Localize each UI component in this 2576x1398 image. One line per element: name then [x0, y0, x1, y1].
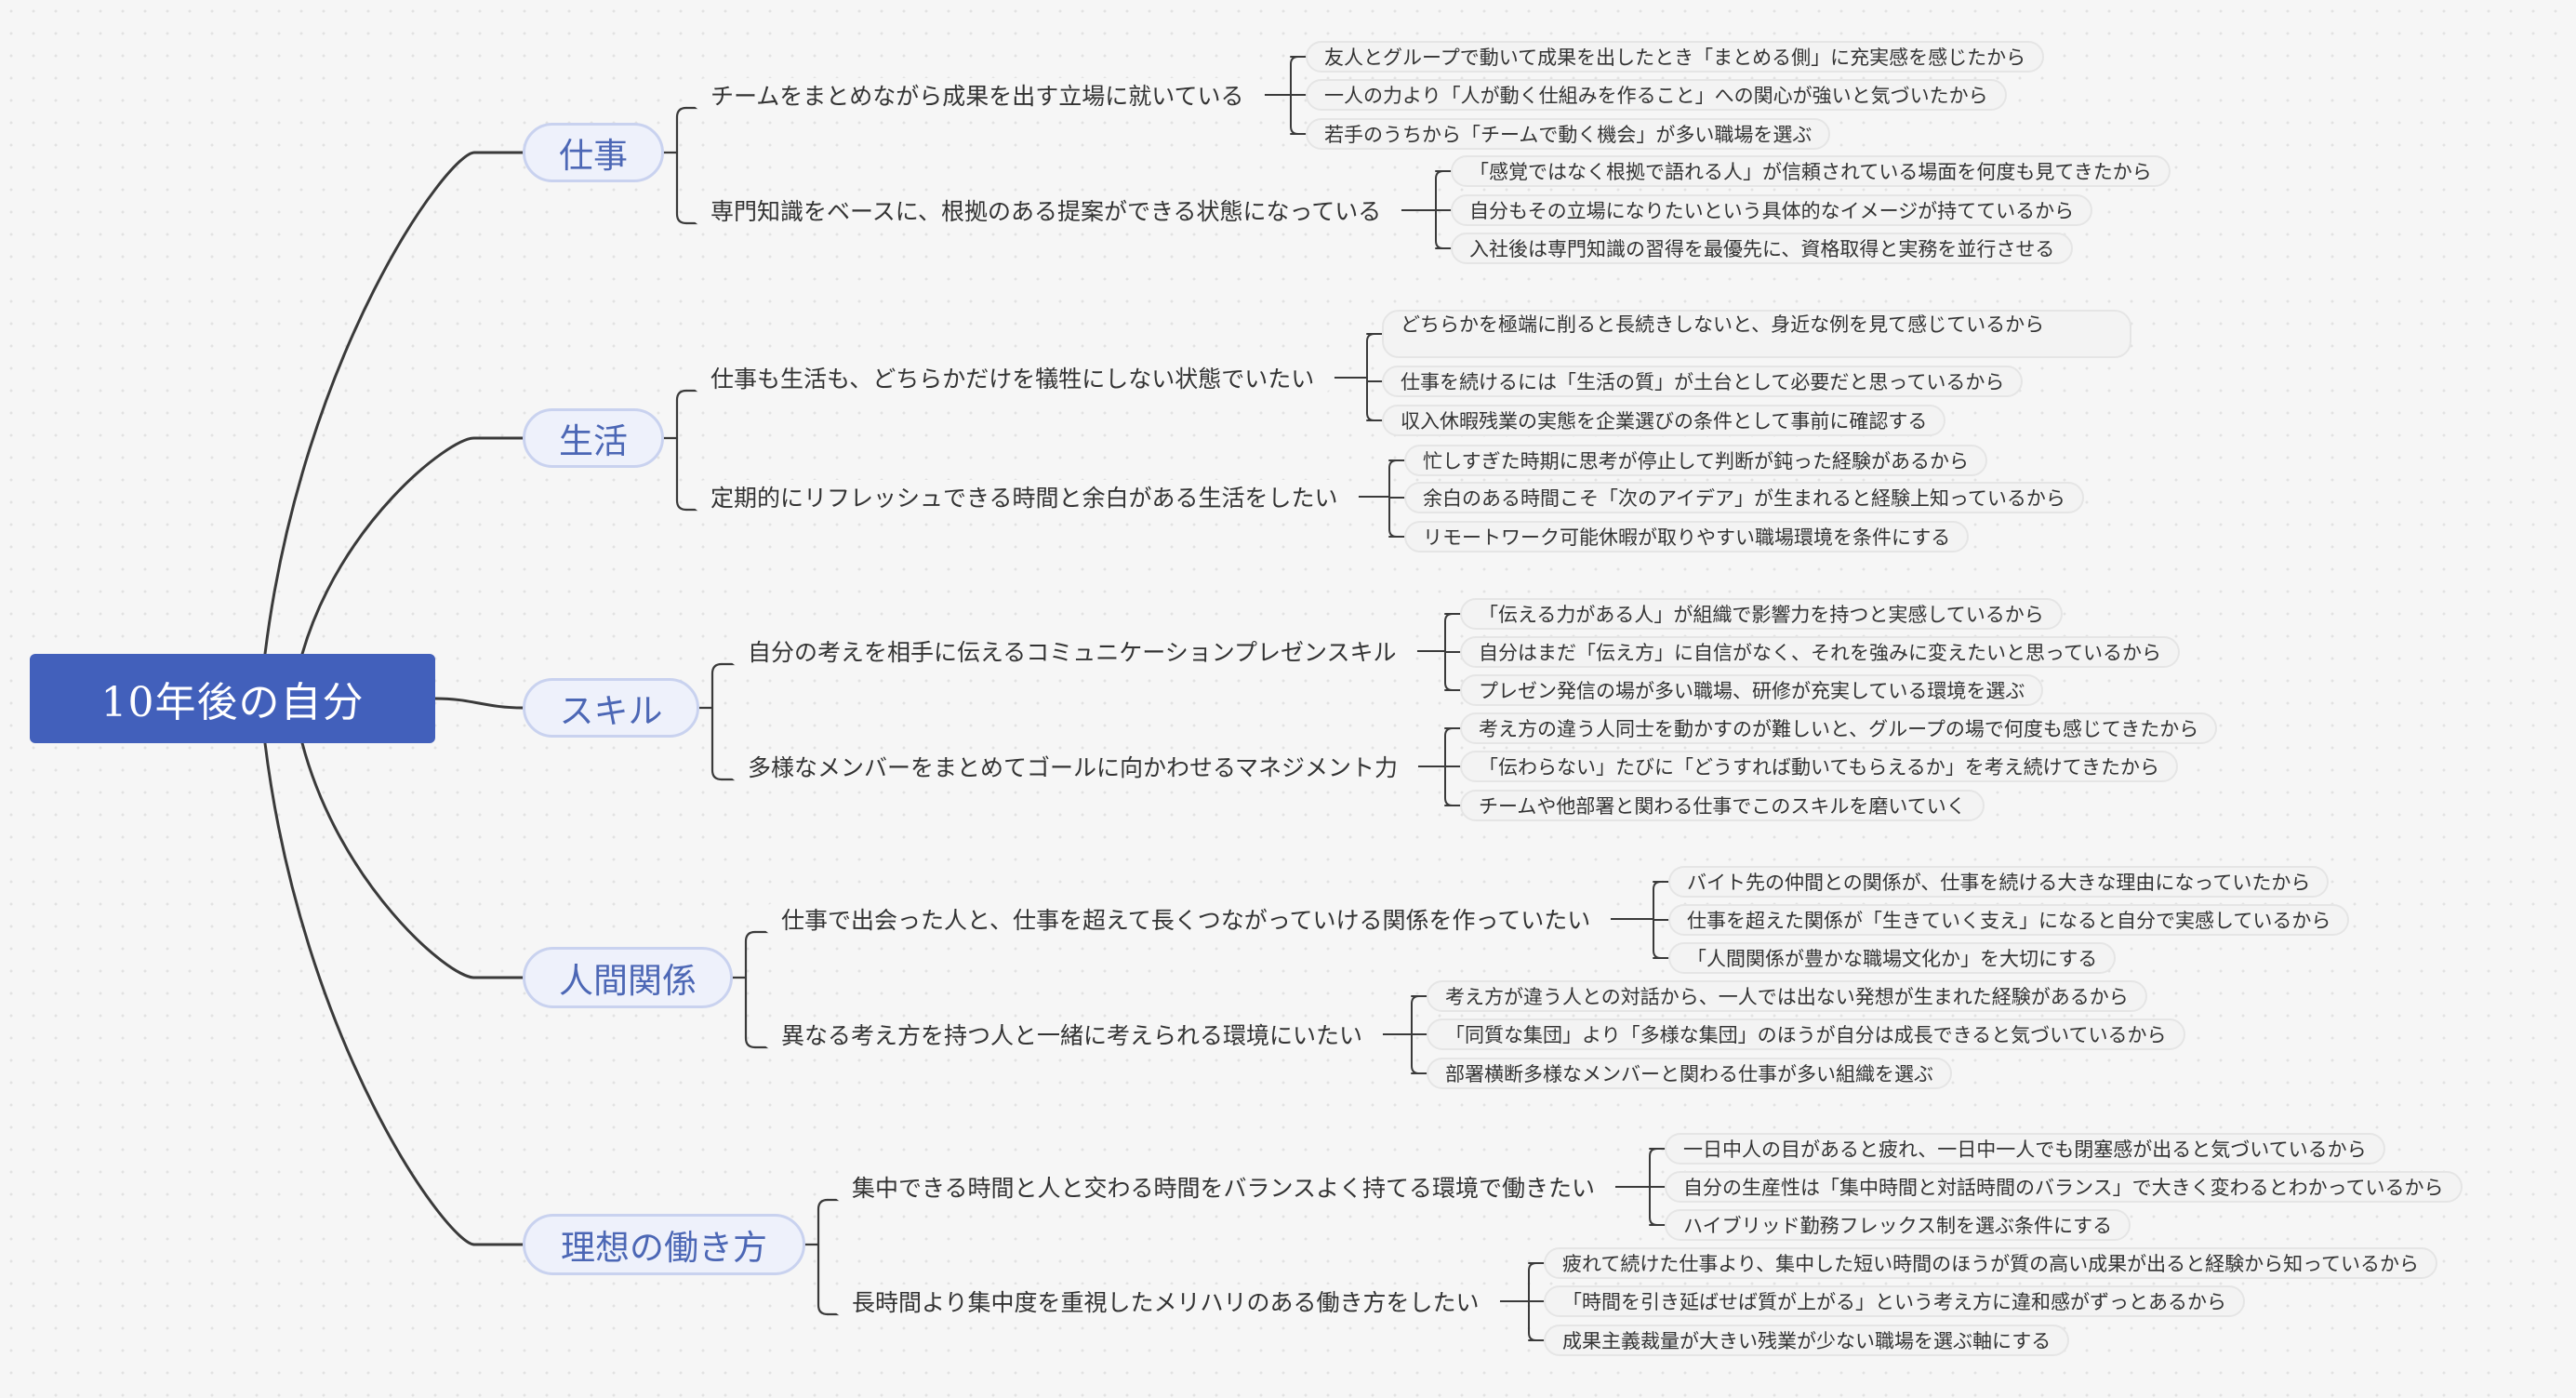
leaf-node[interactable]: 友人とグループで動いて成果を出したとき「まとめる側」に充実感を感じたから: [1306, 41, 2045, 73]
leaf-node[interactable]: 成果主義裁量が大きい残業が少ない職場を選ぶ軸にする: [1544, 1325, 2070, 1356]
branch-node-ideal-workstyle[interactable]: 理想の働き方: [523, 1214, 805, 1275]
root-branch-connector: [300, 436, 524, 656]
topic-node[interactable]: 自分の考えを相手に伝えるコミュニケーションプレゼンスキル: [727, 634, 1417, 668]
leaf-node[interactable]: 「人間関係が豊かな職場文化か」を大切にする: [1668, 942, 2117, 974]
root-branch-connector: [263, 151, 524, 656]
leaf-node[interactable]: 疲れて続けた仕事より、集中した短い時間のほうが質の高い成果が出ると経験から知って…: [1544, 1247, 2438, 1279]
root-branch-connector: [433, 697, 524, 710]
leaf-node[interactable]: 「伝わらない」たびに「どうすれば動いてもらえるか」を考え続けてきたから: [1460, 751, 2179, 782]
leaf-node[interactable]: 収入休暇残業の実態を企業選びの条件として事前に確認する: [1382, 405, 1946, 436]
leaf-node[interactable]: 「同質な集団」より「多様な集団」のほうが自分は成長できると気づいているから: [1427, 1019, 2185, 1050]
leaf-node[interactable]: 考え方が違う人との対話から、一人では出ない発想が生まれた経験があるから: [1427, 980, 2147, 1012]
leaf-node[interactable]: バイト先の仲間との関係が、仕事を続ける大きな理由になっていたから: [1668, 866, 2330, 898]
topic-node[interactable]: 定期的にリフレッシュできる時間と余白がある生活をしたい: [690, 480, 1359, 513]
topic-node[interactable]: 仕事で出会った人と、仕事を超えて長くつながっていける関係を作っていたい: [761, 902, 1612, 936]
leaf-node[interactable]: 「伝える力がある人」が組織で影響力を持つと実感しているから: [1460, 598, 2063, 630]
leaf-node[interactable]: 一人の力より「人が動く仕組みを作ること」への関心が強いと気づいたから: [1306, 79, 2007, 111]
leaf-node[interactable]: 「時間を引き延ばせば質が上がる」という考え方に違和感がずっとあるから: [1544, 1285, 2245, 1317]
leaf-node[interactable]: 余白のある時間こそ「次のアイデア」が生まれると経験上知っているから: [1404, 482, 2084, 513]
leaf-node[interactable]: 仕事を続けるには「生活の質」が土台として必要だと思っているから: [1382, 366, 2024, 397]
root-branch-connector: [263, 741, 524, 1246]
root-node[interactable]: 10年後の自分: [30, 654, 435, 743]
branch-node-work[interactable]: 仕事: [523, 123, 664, 182]
leaf-node[interactable]: 若手のうちから「チームで動く機会」が多い職場を選ぶ: [1306, 118, 1831, 150]
branch-node-skill[interactable]: スキル: [523, 678, 699, 738]
topic-node[interactable]: 長時間より集中度を重視したメリハリのある働き方をしたい: [831, 1285, 1500, 1318]
leaf-node[interactable]: 仕事を超えた関係が「生きていく支え」になると自分で実感しているから: [1668, 904, 2350, 936]
topic-node[interactable]: 専門知識をベースに、根拠のある提案ができる状態になっている: [690, 193, 1402, 227]
leaf-node[interactable]: 考え方の違う人同士を動かすのが難しいと、グループの場で何度も感じてきたから: [1460, 712, 2218, 744]
leaf-node[interactable]: チームや他部署と関わる仕事でこのスキルを磨いていく: [1460, 790, 1985, 821]
topic-node[interactable]: チームをまとめながら成果を出す立場に就いている: [690, 78, 1265, 112]
topic-node[interactable]: 仕事も生活も、どちらかだけを犠牲にしない状態でいたい: [690, 361, 1335, 394]
leaf-node[interactable]: どちらかを極端に削ると長続きしないと、身近な例を見て感じているから: [1382, 310, 2131, 358]
root-branch-connector: [300, 741, 524, 979]
leaf-node[interactable]: 一日中人の目があると疲れ、一日中一人でも閉塞感が出ると気づいているから: [1665, 1133, 2385, 1165]
topic-leaf-connector: [1366, 333, 1375, 421]
branch-node-life[interactable]: 生活: [523, 408, 664, 468]
branch-topic-connector: [675, 389, 688, 512]
leaf-node[interactable]: 入社後は専門知識の習得を最優先に、資格取得と実務を並行させる: [1451, 233, 2074, 264]
leaf-node[interactable]: 部署横断多様なメンバーと関わる仕事が多い組織を選ぶ: [1427, 1058, 1952, 1089]
topic-node[interactable]: 集中できる時間と人と交わる時間をバランスよく持てる環境で働きたい: [831, 1170, 1616, 1204]
branch-topic-connector: [744, 930, 757, 1049]
branch-topic-connector: [710, 662, 724, 781]
topic-node[interactable]: 異なる考え方を持つ人と一緒に考えられる環境にいたい: [761, 1018, 1384, 1051]
leaf-node[interactable]: 「感覚ではなく根拠で語れる人」が信頼されている場面を何度も見てきたから: [1451, 155, 2171, 187]
leaf-node[interactable]: リモートワーク可能休暇が取りやすい職場環境を条件にする: [1404, 521, 1970, 553]
branch-node-relationships[interactable]: 人間関係: [523, 947, 733, 1008]
leaf-node[interactable]: 忙しすぎた時期に思考が停止して判断が鈍った経験があるから: [1404, 445, 1987, 476]
branch-topic-connector: [675, 106, 688, 225]
leaf-node[interactable]: プレゼン発信の場が多い職場、研修が充実している環境を選ぶ: [1460, 674, 2044, 706]
leaf-node[interactable]: 自分はまだ「伝え方」に自信がなく、それを強みに変えたいと思っているから: [1460, 636, 2180, 668]
topic-node[interactable]: 多様なメンバーをまとめてゴールに向かわせるマネジメント力: [727, 750, 1419, 783]
leaf-node[interactable]: 自分の生産性は「集中時間と対話時間のバランス」で大きく変わるとわかっているから: [1665, 1171, 2463, 1203]
leaf-node[interactable]: 自分もその立場になりたいという具体的なイメージが持てているから: [1451, 194, 2093, 226]
leaf-node[interactable]: ハイブリッド勤務フレックス制を選ぶ条件にする: [1665, 1209, 2131, 1241]
branch-topic-connector: [817, 1198, 830, 1316]
